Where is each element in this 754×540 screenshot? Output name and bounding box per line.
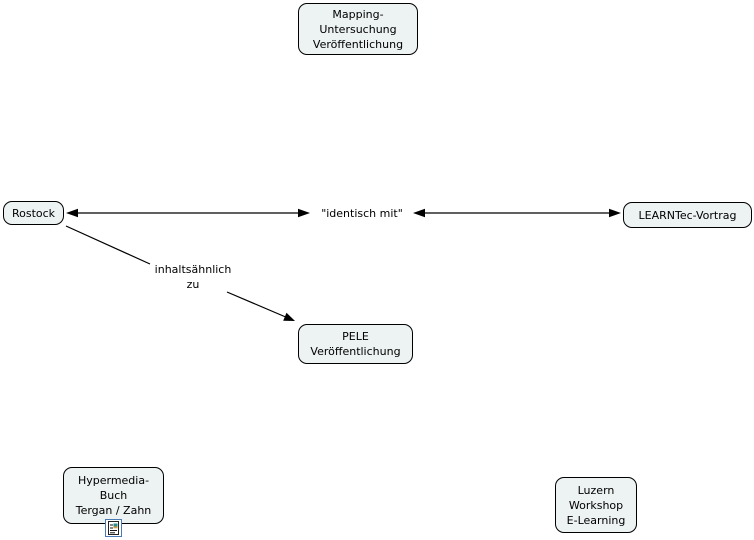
node-label: LEARNTec-Vortrag: [638, 208, 737, 222]
link-label-inhaltsaehnlich-zu[interactable]: inhaltsähnlich zu: [154, 263, 232, 291]
node-label: Mapping- Untersuchung Veröffentlichung: [312, 7, 404, 51]
link-label-identisch-mit[interactable]: "identisch mit": [321, 207, 403, 220]
node-label: Rostock: [11, 206, 56, 220]
arrowhead-left-at-rostock: [66, 208, 78, 218]
node-mapping-untersuchung-veroeffentlichung[interactable]: Mapping- Untersuchung Veröffentlichung: [298, 3, 418, 55]
arrowhead-at-pele: [283, 312, 295, 321]
node-luzern-workshop-e-learning[interactable]: Luzern Workshop E-Learning: [555, 477, 637, 533]
node-learntec-vortrag[interactable]: LEARNTec-Vortrag: [623, 202, 752, 228]
node-rostock[interactable]: Rostock: [3, 201, 64, 225]
arrowhead-right-at-learntec: [609, 208, 621, 218]
arrowhead-right-at-identisch: [298, 208, 310, 218]
node-label: Hypermedia- Buch Tergan / Zahn: [75, 474, 152, 517]
link-line-inhalts-pele: [226, 291, 289, 319]
node-hypermedia-buch-tergan-zahn[interactable]: Hypermedia- Buch Tergan / Zahn: [63, 467, 164, 524]
node-label: Luzern Workshop E-Learning: [566, 483, 626, 527]
arrowhead-left-at-identisch: [413, 208, 425, 218]
link-line-rostock-inhalts: [65, 225, 151, 265]
node-label: PELE Veröffentlichung: [310, 330, 401, 358]
node-pele-veroeffentlichung[interactable]: PELE Veröffentlichung: [298, 324, 413, 364]
document-resource-icon[interactable]: [105, 519, 122, 537]
